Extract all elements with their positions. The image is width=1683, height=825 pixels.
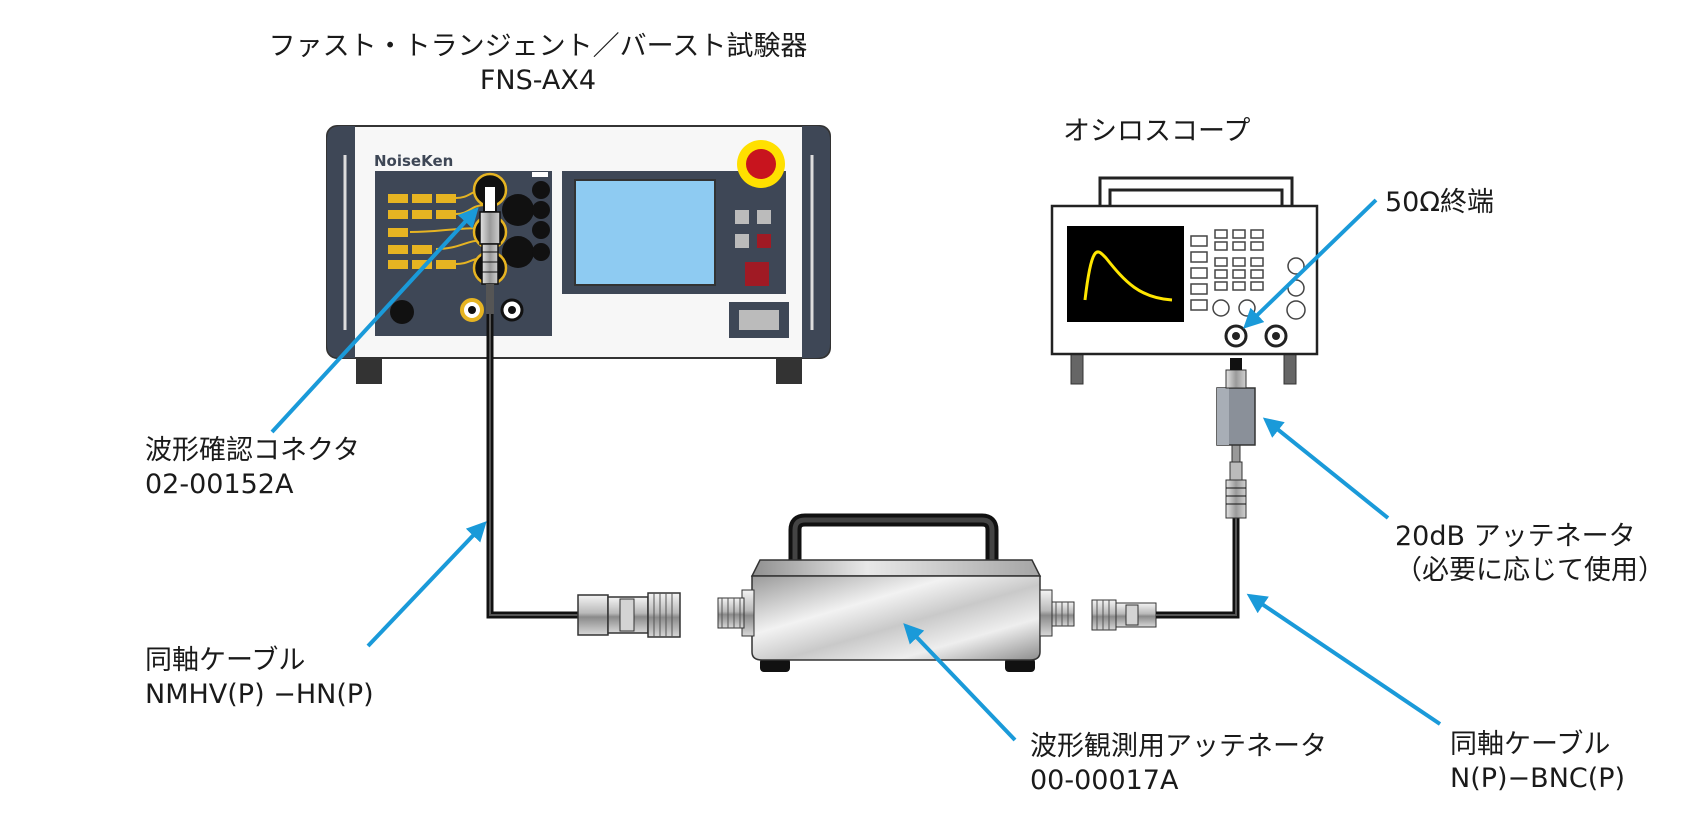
brand-logo: NoiseKen <box>374 152 453 170</box>
n-connector <box>1091 599 1157 631</box>
generator-title: ファスト・トランジェント／バースト試験器 <box>268 31 808 62</box>
cable1-spec: NMHV(P) −HN(P) <box>145 679 374 710</box>
cable2-line <box>1156 518 1240 619</box>
termination-label: 50Ω終端 <box>1385 187 1494 218</box>
cable2-label: 同軸ケーブル N(P)−BNC(P) <box>1450 728 1625 796</box>
attenuator-box-code: 00-00017A <box>1030 765 1179 796</box>
attenuator-20db-note: （必要に応じて使用） <box>1395 555 1665 586</box>
oscilloscope-title: オシロスコープ <box>1063 116 1251 147</box>
arrow-waveform-connector <box>270 207 479 434</box>
arrow-termination <box>1243 198 1378 329</box>
waveform-connector-name: 波形確認コネクタ <box>145 435 360 466</box>
cable1-name: 同軸ケーブル <box>145 645 306 676</box>
arrow-attenuator-box <box>903 623 1017 742</box>
cable1-label: 同軸ケーブル NMHV(P) −HN(P) <box>145 644 374 712</box>
oscilloscope-unit <box>1050 176 1319 385</box>
cable1-line <box>486 314 578 619</box>
generator-title-block: ファスト・トランジェント／バースト試験器 FNS-AX4 <box>268 30 808 98</box>
waveform-connector-code: 02-00152A <box>145 469 294 500</box>
cable2-spec: N(P)−BNC(P) <box>1450 763 1626 794</box>
attenuator-box <box>717 513 1075 672</box>
attenuator-20db-name: 20dB アッテネータ <box>1395 521 1636 552</box>
generator-unit: NoiseKen <box>326 125 831 384</box>
generator-model: FNS-AX4 <box>479 65 597 96</box>
pointer-arrows <box>270 198 1442 742</box>
hn-connector <box>577 592 681 638</box>
waveform-connector-label: 波形確認コネクタ 02-00152A <box>145 434 360 502</box>
attenuator-20db <box>1216 358 1256 519</box>
arrow-cable1 <box>366 521 487 648</box>
attenuator-20db-label: 20dB アッテネータ （必要に応じて使用） <box>1395 520 1665 588</box>
cable2-name: 同軸ケーブル <box>1450 729 1611 760</box>
attenuator-box-name: 波形観測用アッテネータ <box>1030 731 1327 762</box>
attenuator-box-label: 波形観測用アッテネータ 00-00017A <box>1030 730 1327 798</box>
arrow-attenuator-20db <box>1262 417 1390 520</box>
arrow-cable2 <box>1246 593 1442 726</box>
